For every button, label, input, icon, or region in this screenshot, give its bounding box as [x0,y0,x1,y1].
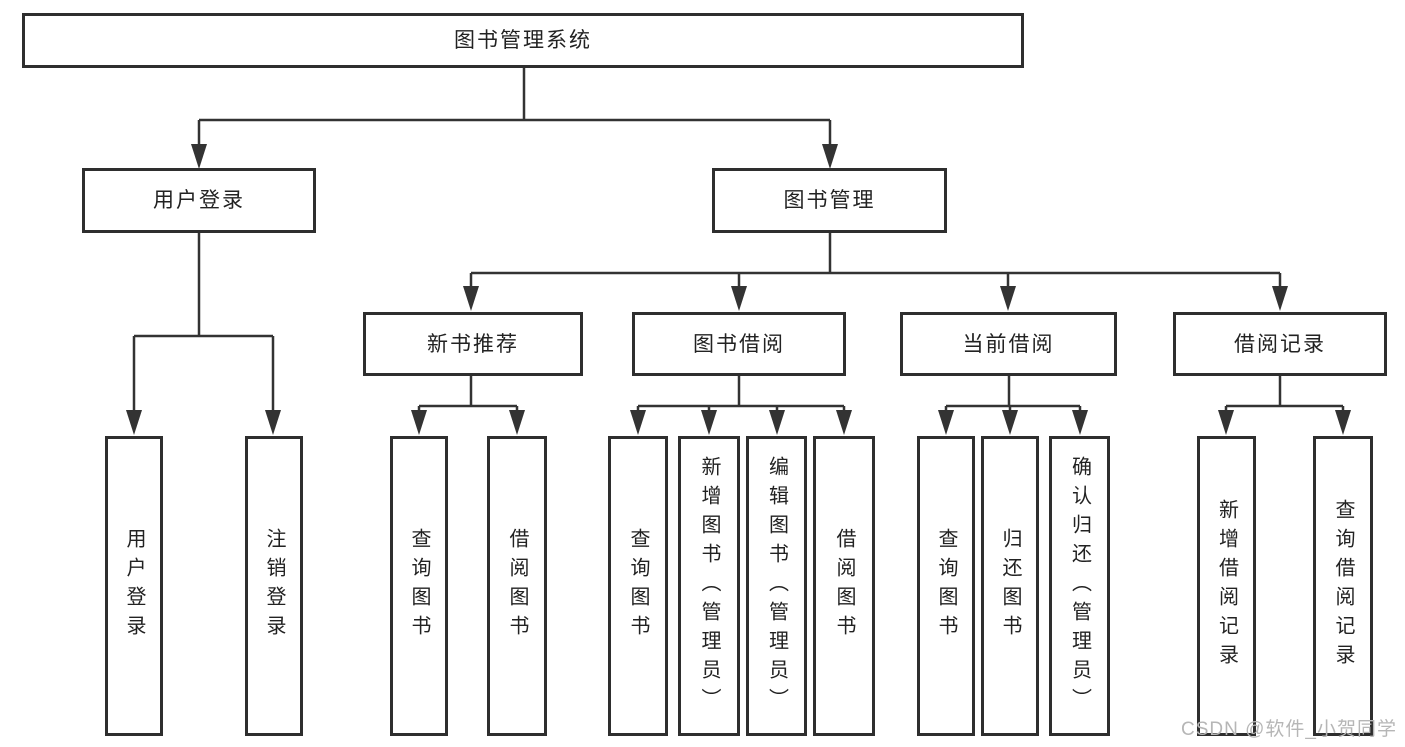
connector-bookmgmt-to-level3 [469,233,1282,292]
arrowhead [1072,410,1088,435]
arrowhead [463,286,479,311]
node-borrow-borrow-book: 借阅图书 [813,436,875,736]
arrowhead [1218,410,1234,435]
node-user-login: 用户登录 [82,168,316,233]
arrowhead [701,410,717,435]
node-new-book-recommend: 新书推荐 [363,312,583,376]
arrowhead [769,410,785,435]
node-borrow-records: 借阅记录 [1173,312,1387,376]
arrowhead [126,410,142,435]
arrowhead [411,410,427,435]
node-recommend-borrow-book: 借阅图书 [487,436,547,736]
node-records-query-record: 查询借阅记录 [1313,436,1373,736]
arrowhead [938,410,954,435]
arrowhead [509,410,525,435]
arrowhead [731,286,747,311]
node-current-borrow: 当前借阅 [900,312,1117,376]
connector-userlogin-to-leaves [132,233,275,416]
connector-records-to-leaves [1224,376,1345,416]
node-current-return-book: 归还图书 [981,436,1039,736]
node-borrow-query-book: 查询图书 [608,436,668,736]
arrowhead [822,144,838,169]
connector-recommend-to-leaves [417,376,519,416]
node-borrow-edit-book-admin: 编辑图书（管理员） [746,436,807,736]
node-current-confirm-return-admin: 确认归还（管理员） [1049,436,1110,736]
arrowhead [1335,410,1351,435]
node-book-management: 图书管理 [712,168,947,233]
connector-borrow-to-leaves [636,376,846,416]
connector-root-to-level2 [197,67,832,150]
arrowhead [836,410,852,435]
arrowhead [1002,410,1018,435]
node-book-borrow: 图书借阅 [632,312,846,376]
node-recommend-query-book: 查询图书 [390,436,448,736]
arrowhead [1000,286,1016,311]
node-leaf-logout: 注销登录 [245,436,303,736]
arrowhead [630,410,646,435]
arrowhead [1272,286,1288,311]
node-records-add-record: 新增借阅记录 [1197,436,1256,736]
node-current-query-book: 查询图书 [917,436,975,736]
arrowhead [191,144,207,169]
csdn-watermark: CSDN @软件_小贺同学 [1181,719,1397,740]
node-leaf-user-login: 用户登录 [105,436,163,736]
arrowhead [265,410,281,435]
node-library-management-system: 图书管理系统 [22,13,1024,68]
node-borrow-add-book-admin: 新增图书（管理员） [678,436,740,736]
